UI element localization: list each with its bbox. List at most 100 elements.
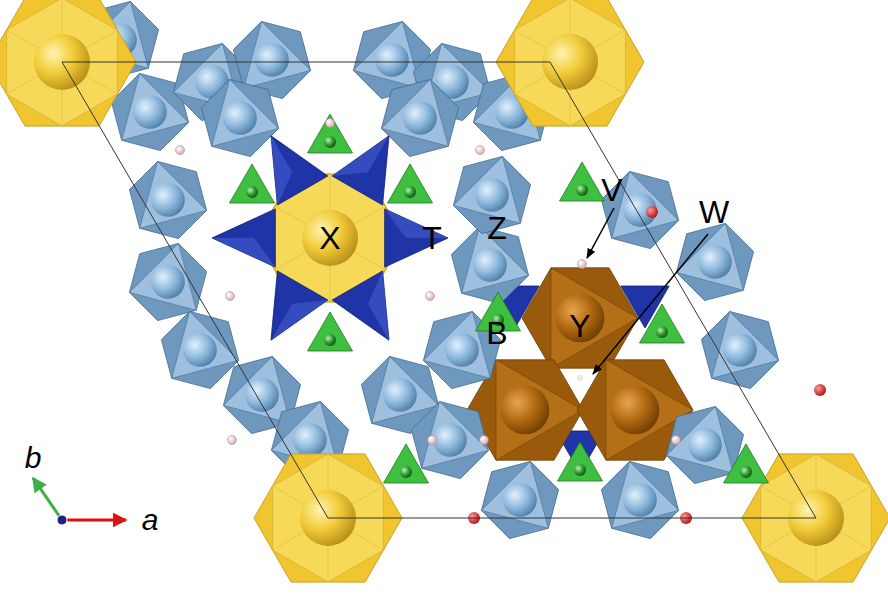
octahedron-face (423, 311, 490, 378)
octahedron-face (666, 406, 733, 473)
axis-origin (57, 515, 67, 525)
borate-triangle (560, 162, 605, 201)
octahedron-face (223, 356, 290, 423)
cation-sphere (375, 43, 409, 77)
polyhedron-face (496, 0, 644, 126)
octahedron (129, 161, 206, 238)
borate-triangle (724, 444, 769, 483)
octahedron-face (496, 360, 583, 460)
octahedron-face (453, 156, 520, 223)
cell-outline (62, 62, 816, 518)
octahedron (676, 223, 753, 300)
borate-triangle (308, 114, 353, 153)
site-label: Z (487, 212, 507, 244)
cation-sphere (688, 428, 722, 462)
octahedron (161, 311, 238, 388)
octahedron (601, 461, 678, 538)
x-polyhedron (0, 0, 136, 126)
axis-label: b (25, 443, 42, 473)
boron-sphere (246, 186, 258, 198)
anion-sphere (672, 436, 681, 445)
site-label: X (319, 222, 340, 254)
cation-sphere (433, 423, 467, 457)
oxygen-sphere (646, 206, 658, 218)
site-label: V (601, 174, 622, 206)
octahedron-face (244, 21, 311, 88)
boron-sphere (404, 186, 416, 198)
cation-sphere (556, 294, 605, 343)
oxygen-sphere (814, 384, 826, 396)
octahedron-face (140, 161, 207, 228)
octahedron-face (601, 461, 678, 538)
cation-sphere (223, 101, 257, 135)
octahedron-face (201, 79, 278, 156)
unit-cell (62, 62, 816, 518)
boron-sphere (656, 326, 668, 338)
anion-sphere (228, 436, 237, 445)
site-label: B (486, 317, 507, 349)
boron-sphere (576, 184, 588, 196)
octahedron-face (551, 268, 638, 368)
borate-triangle (388, 164, 433, 203)
octahedron-face (161, 311, 238, 388)
cation-sphere (723, 333, 757, 367)
octahedron (201, 79, 278, 156)
leader-line (587, 208, 614, 258)
borate-triangle (384, 444, 429, 483)
site-label: T (422, 222, 442, 254)
leader-lines (587, 208, 708, 374)
polyhedron-face (515, 0, 626, 126)
cation-sphere (293, 423, 327, 457)
borate-triangle (558, 442, 603, 481)
cation-sphere (623, 483, 657, 517)
anion-sphere (428, 436, 437, 445)
borate-triangle (230, 164, 275, 203)
axis-triad (33, 478, 126, 525)
tetrahedron (212, 209, 275, 267)
cation-sphere (383, 378, 417, 412)
tetrahedron-face (368, 271, 389, 340)
x-polyhedron (496, 0, 644, 126)
tetrahedron-face (212, 238, 275, 267)
cation-sphere (503, 483, 537, 517)
borate-triangle (308, 312, 353, 351)
octahedron-face (129, 161, 206, 238)
cation-sphere (475, 178, 509, 212)
octahedron-face (411, 401, 488, 478)
anion-sphere (476, 146, 485, 155)
octahedron-face (481, 461, 558, 538)
cation-sphere (151, 265, 185, 299)
boron-sphere (740, 466, 752, 478)
octahedron-face (381, 79, 448, 146)
boron-sphere (574, 464, 586, 476)
octahedron-face (172, 311, 239, 378)
shared-vertex (577, 375, 583, 381)
boron-sphere (324, 136, 336, 148)
leader-line (593, 234, 708, 374)
octahedron-face (676, 223, 753, 300)
cation-sphere (698, 245, 732, 279)
anion-sphere (578, 260, 587, 269)
cation-sphere (403, 101, 437, 135)
octahedron (701, 311, 778, 388)
tetrahedron (385, 209, 448, 267)
axis-arrow (62, 519, 126, 522)
octahedron (129, 243, 206, 320)
cation-sphere (151, 183, 185, 217)
cation-sphere (473, 248, 507, 282)
cation-sphere (445, 333, 479, 367)
anion-sphere (426, 292, 435, 301)
tetrahedron-face (271, 136, 292, 205)
octahedron-face (422, 401, 489, 468)
octahedron-face (712, 311, 779, 378)
anion-sphere (226, 292, 235, 301)
octahedron-face (381, 79, 458, 156)
polyhedron-face (0, 0, 136, 126)
octahedron (411, 401, 488, 478)
cation-sphere (611, 386, 660, 435)
anion-sphere (480, 436, 489, 445)
site-label: W (699, 196, 729, 228)
octahedron-face (129, 243, 206, 320)
